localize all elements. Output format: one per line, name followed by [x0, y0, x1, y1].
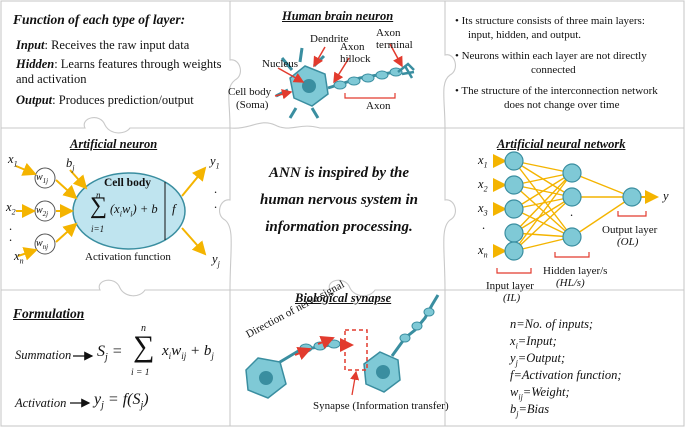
- network-connection-12: [513, 172, 573, 252]
- network-connection-10: [513, 196, 573, 234]
- network-connection-0: [513, 160, 573, 174]
- input-layer-label: Input layer: [486, 280, 534, 292]
- cell-body-title: Cell body: [104, 177, 151, 189]
- note-2-cont: connected: [531, 64, 576, 76]
- network-connection-17: [571, 196, 633, 238]
- legend-n: n=No. of inputs;: [510, 317, 594, 331]
- center-statement-line-3: information processing.: [265, 219, 413, 235]
- output-yj: yj: [212, 252, 220, 269]
- activation-f-symbol: f: [172, 201, 176, 216]
- formula-sum-upper: n: [141, 323, 146, 334]
- axon-hillock-label: Axon hillock: [340, 41, 371, 65]
- hidden-layer-label: Hidden layer/s: [543, 265, 608, 277]
- activation-function-label: Activation function: [85, 251, 171, 263]
- layer-functions-heading: Function of each type of layer:: [13, 12, 186, 27]
- network-connection-14: [513, 236, 573, 252]
- legend-x: xi=Input;: [510, 334, 557, 351]
- center-statement-line-2: human nervous system in: [260, 192, 418, 208]
- bias-bj: bj: [66, 156, 75, 173]
- output-layer-label: Output layer: [602, 224, 658, 236]
- cell-body-label: Cell body: [228, 86, 272, 98]
- hidden-dot: .: [570, 205, 574, 219]
- weight-wnj: wnj: [36, 238, 49, 251]
- dendrite-label: Dendrite: [310, 33, 349, 45]
- output-dot-2: .: [214, 197, 218, 211]
- nucleus-label: Nucleus: [262, 58, 299, 70]
- synapse-label: Synapse (Information transfer): [313, 400, 449, 412]
- note-2: • Neurons within each layer are not dire…: [455, 50, 647, 62]
- legend-y: yj=Output;: [510, 351, 566, 368]
- network-connection-13: [513, 196, 573, 252]
- network-connection-3: [513, 172, 573, 186]
- note-3-cont: does not change over time: [504, 99, 620, 111]
- artificial-neuron-illustration: [15, 162, 207, 261]
- formula-sum-lower: i = 1: [131, 368, 150, 378]
- activation-formula: yj = f(Sj): [94, 391, 149, 412]
- brain-neuron-title: Human brain neuron: [282, 9, 394, 23]
- sum-expression: (xiwi) + b: [110, 202, 158, 219]
- hidden-layer-description: Hidden: Learns features through weights: [16, 57, 222, 71]
- summation-label: Summation: [15, 348, 72, 362]
- axon-label: Axon: [366, 100, 391, 112]
- sum-upper-limit: n: [96, 190, 101, 200]
- network-connection-9: [513, 172, 573, 234]
- network-connection-2: [513, 160, 573, 238]
- input-xn: xn: [14, 249, 24, 266]
- net-output-y: y: [663, 189, 669, 203]
- input-layer-description: Input: Receives the raw input data: [16, 38, 190, 52]
- net-input-xn: xn: [478, 243, 488, 260]
- network-connection-15: [571, 172, 633, 198]
- summation-rhs: xiwij + bj: [162, 343, 214, 361]
- network-connection-8: [513, 208, 573, 238]
- formulation-arrows: [70, 351, 94, 408]
- input-dot-1: .: [9, 219, 13, 233]
- legend-w: wij=Weight;: [510, 385, 570, 402]
- neural-network-illustration: [493, 151, 659, 274]
- sum-lower-limit: i=1: [91, 224, 105, 234]
- legend-b: bj=Bias: [510, 402, 550, 419]
- center-statement-line-1: ANN is inspired by the: [268, 165, 409, 181]
- neural-network-title: Artificial neural network: [497, 137, 626, 151]
- hidden-layer-description-cont: and activation: [16, 72, 87, 86]
- formula-sigma: ∑: [133, 330, 155, 363]
- activation-label: Activation: [15, 396, 67, 410]
- weight-w1j: w1j: [36, 172, 49, 185]
- input-dot-2: .: [9, 230, 13, 244]
- net-input-dot: .: [482, 218, 486, 232]
- synapse-title: Biological synapse: [295, 291, 392, 305]
- net-input-x1: x1: [478, 153, 488, 170]
- axon-terminal-label: Axon terminal: [376, 27, 413, 51]
- artificial-neuron-title: Artificial neuron: [70, 137, 158, 151]
- brain-neuron-illustration: [274, 43, 415, 119]
- net-input-x3: x3: [478, 201, 488, 218]
- output-layer-abbr: (OL): [617, 236, 639, 248]
- note-1-cont: input, hidden, and output.: [468, 29, 582, 41]
- synapse-illustration: [245, 294, 440, 399]
- note-3: • The structure of the interconnection n…: [455, 85, 658, 97]
- input-x1: x1: [8, 152, 18, 169]
- input-x2: x2: [6, 200, 16, 217]
- net-input-x2: x2: [478, 177, 488, 194]
- note-1: • Its structure consists of three main l…: [455, 15, 645, 27]
- weight-w2j: w2j: [36, 205, 49, 218]
- summation-lhs: Sj =: [97, 343, 123, 364]
- network-connection-11: [513, 232, 573, 238]
- output-layer-description: Output: Produces prediction/output: [16, 93, 194, 107]
- hidden-layer-abbr: (HL/s): [556, 277, 585, 289]
- formulation-title: Formulation: [13, 306, 85, 321]
- sigma-symbol: ∑: [90, 193, 108, 219]
- legend-f: f=Activation function;: [510, 368, 622, 382]
- network-connection-6: [513, 172, 573, 210]
- soma-label: (Soma): [236, 99, 269, 111]
- output-y1: y1: [210, 154, 220, 171]
- input-layer-abbr: (IL): [503, 292, 521, 304]
- output-dot-1: .: [214, 182, 218, 196]
